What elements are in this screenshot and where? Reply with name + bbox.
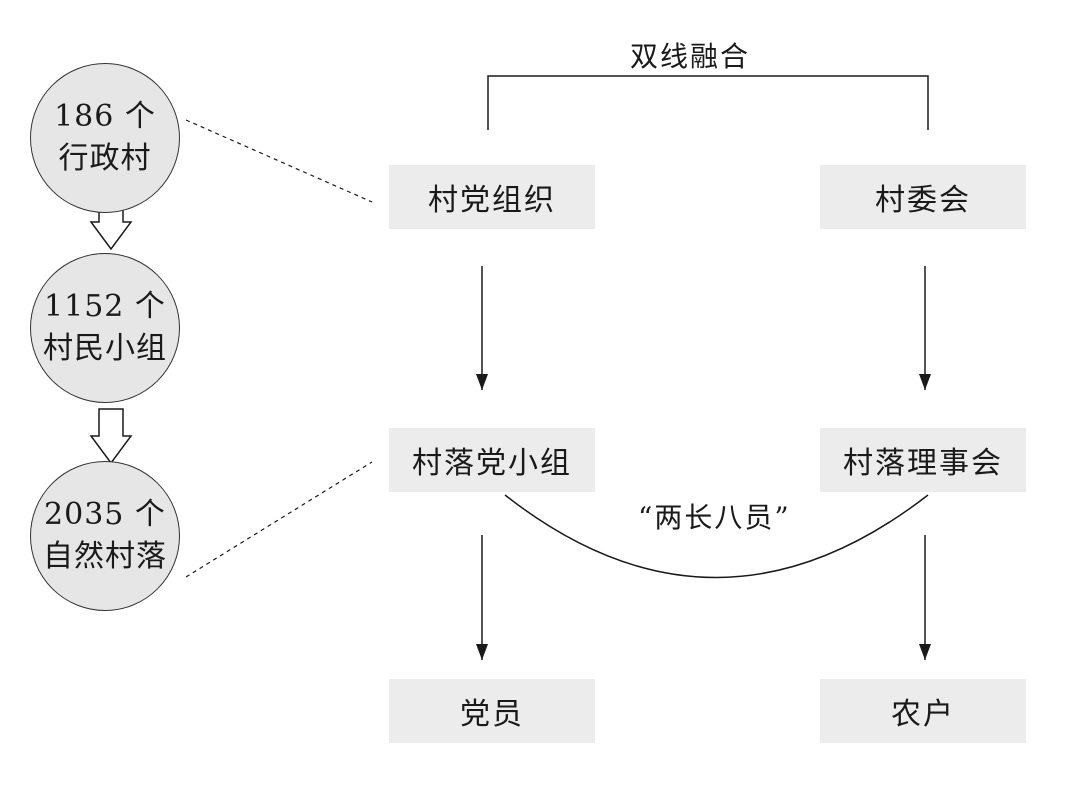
natural-village-count: 2035 个 — [44, 497, 166, 532]
admin-village-count: 186 个 — [54, 99, 156, 134]
admin-village-label: 行政村 — [58, 141, 152, 176]
dashed-link-admin-village — [185, 119, 373, 203]
two-heads-curve — [504, 494, 929, 579]
hollow-arrow-2-icon — [89, 408, 133, 465]
villager-group-circle: 1152 个 村民小组 — [30, 253, 180, 403]
party-members-box: 党员 — [389, 679, 595, 743]
admin-village-circle: 186 个 行政村 — [30, 63, 180, 213]
arrowhead-committee-to-council — [919, 374, 931, 390]
villager-group-label: 村民小组 — [43, 331, 167, 366]
arrowhead-group-to-members — [476, 644, 488, 660]
natural-village-circle: 2035 个 自然村落 — [30, 461, 180, 611]
arrowhead-party-org-to-group — [476, 374, 488, 390]
village-committee-box: 村委会 — [820, 165, 1026, 229]
dual-line-label: 双线融合 — [630, 40, 751, 73]
arrowhead-council-to-households — [919, 644, 931, 660]
dual-line-bracket — [487, 75, 929, 130]
village-council-box: 村落理事会 — [820, 428, 1026, 492]
two-heads-label: “两长八员” — [638, 501, 791, 534]
natural-village-label: 自然村落 — [43, 539, 167, 574]
party-org-box: 村党组织 — [389, 165, 595, 229]
party-group-box: 村落党小组 — [389, 428, 595, 492]
households-box: 农户 — [820, 679, 1026, 743]
villager-group-count: 1152 个 — [44, 289, 166, 324]
dashed-link-natural-village — [185, 461, 373, 578]
